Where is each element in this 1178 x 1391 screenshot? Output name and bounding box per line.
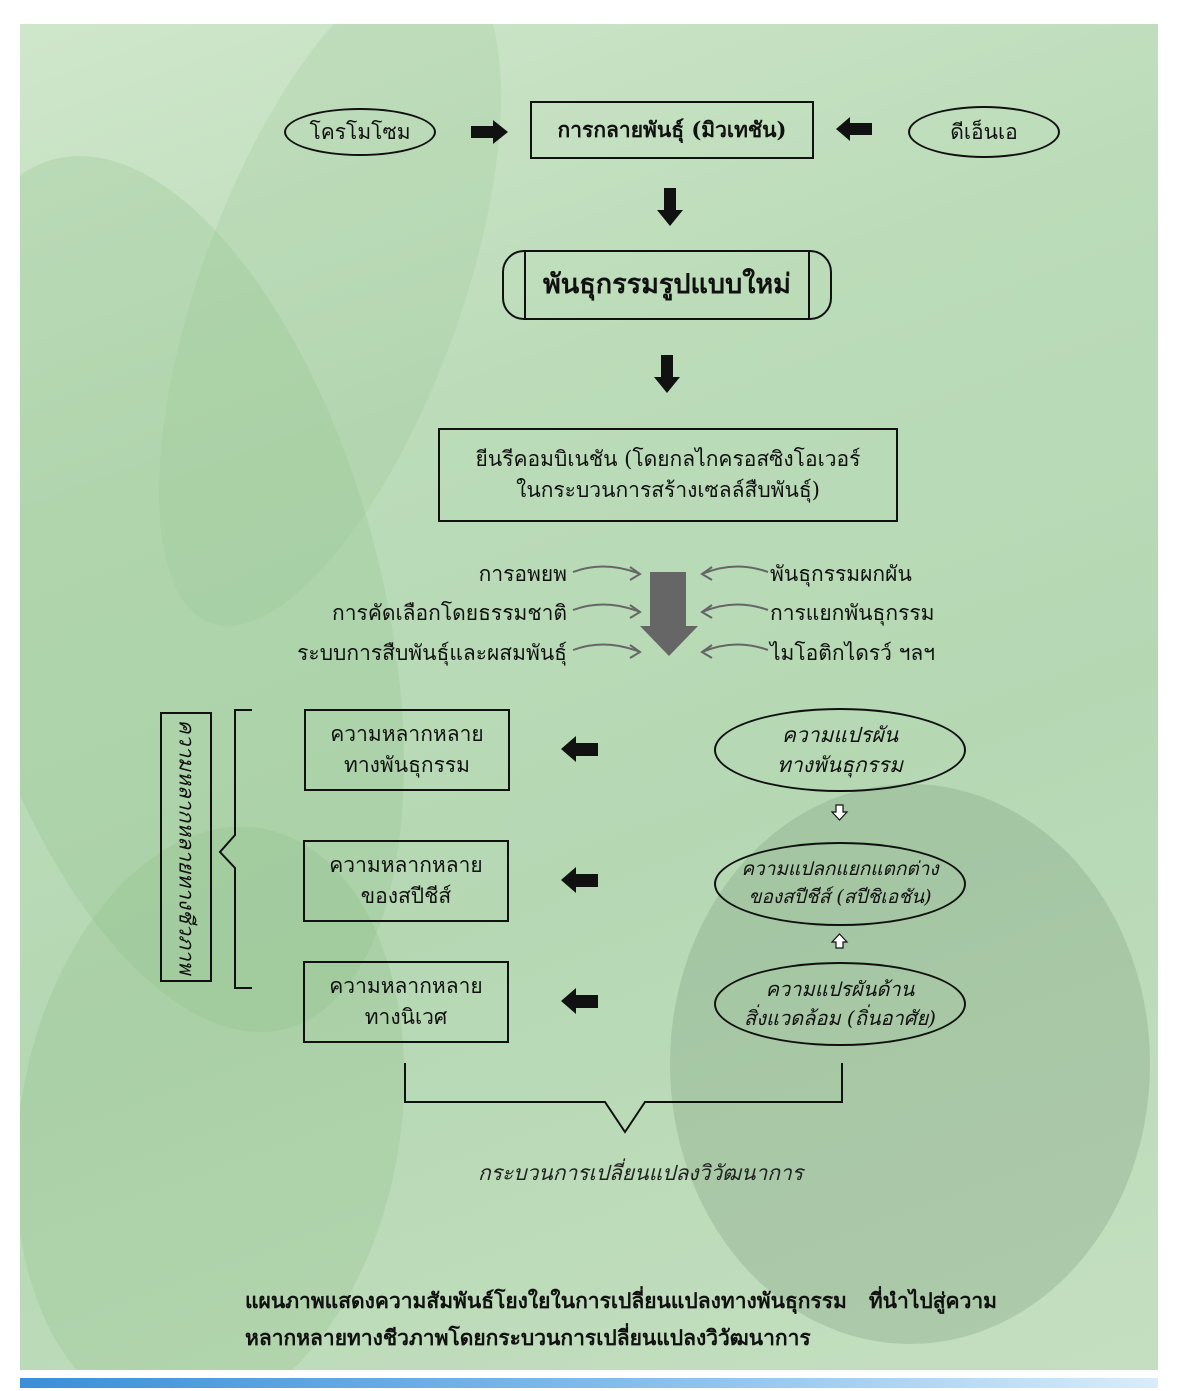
new-genotype-label: พันธุกรรมรูปแบบใหม่	[543, 268, 791, 300]
speciation-ellipse: ความแปลกแยกแตกต่าง ของสปีชีส์ (สปีชิเอชั…	[714, 842, 966, 926]
variation-line2: สิ่งแวดล้อม (ถิ่นอาศัย)	[744, 1006, 936, 1030]
variation-line1: ความแปรผัน	[781, 722, 899, 747]
hollow-arrow-up-icon	[830, 933, 849, 949]
chromosome-label: โครโมโซม	[309, 119, 411, 144]
curved-arrow-icon	[572, 565, 642, 659]
bracket-biodiversity	[218, 709, 252, 989]
variation-line2: ของสปีชีส์ (สปีชิเอชัน)	[748, 886, 932, 908]
diversity-line2: ของสปีชีส์	[360, 884, 452, 908]
bracket-evolution-process	[404, 1063, 843, 1134]
hollow-arrow-down-icon	[830, 804, 849, 821]
curved-arrow-icon	[700, 565, 769, 659]
arrow-left-icon	[561, 736, 598, 762]
big-down-arrow-icon	[640, 572, 698, 656]
mutation-box: การกลายพันธุ์ (มิวเทชัน)	[530, 101, 814, 159]
factor-genetic-segregation: การแยกพันธุกรรม	[770, 601, 935, 625]
recombination-line1: ยีนรีคอมบิเนชัน (โดยกลไกครอสซิงโอเวอร์	[475, 446, 861, 471]
factor-meiotic-drive: ไมโอติกไดรว์ ฯลฯ	[770, 641, 936, 665]
recombination-line2: ในกระบวนการสร้างเซลล์สืบพันธุ์)	[516, 478, 820, 502]
dna-ellipse: ดีเอ็นเอ	[908, 106, 1060, 158]
arrow-left-icon	[561, 867, 598, 893]
variation-line1: ความแปรผันด้าน	[765, 977, 915, 1001]
recombination-box: ยีนรีคอมบิเนชัน (โดยกลไกครอสซิงโอเวอร์ ใ…	[438, 428, 898, 522]
variation-line1: ความแปลกแยกแตกต่าง	[741, 858, 939, 881]
diversity-line1: ความหลากหลาย	[329, 852, 483, 877]
new-genotype-inner-frame	[524, 250, 810, 320]
arrow-down-icon	[657, 188, 683, 226]
caption-line1: แผนภาพแสดงความสัมพันธ์โยงใยในการเปลี่ยนแ…	[245, 1288, 998, 1313]
factor-genetic-drift: พันธุกรรมผกผัน	[770, 562, 912, 586]
evolution-process-label: กระบวนการเปลี่ยนแปลงวิวัฒนาการ	[478, 1161, 804, 1185]
caption-line2: หลากหลายทางชีวภาพโดยกระบวนการเปลี่ยนแปลง…	[245, 1324, 811, 1350]
arrow-right-icon	[471, 120, 508, 144]
factor-mating-system: ระบบการสืบพันธุ์และผสมพันธุ์	[297, 641, 567, 665]
figure-caption: แผนภาพแสดงความสัมพันธ์โยงใยในการเปลี่ยนแ…	[245, 1283, 1065, 1357]
new-genotype-box: พันธุกรรมรูปแบบใหม่	[502, 250, 832, 320]
dna-label: ดีเอ็นเอ	[950, 119, 1018, 144]
environmental-variation-ellipse: ความแปรผันด้าน สิ่งแวดล้อม (ถิ่นอาศัย)	[714, 962, 966, 1046]
arrow-down-icon	[654, 355, 680, 393]
diversity-line2: ทางนิเวศ	[364, 1005, 448, 1029]
mutation-label: การกลายพันธุ์ (มิวเทชัน)	[557, 117, 787, 143]
diversity-line1: ความหลากหลาย	[330, 721, 484, 746]
genetic-diversity-box: ความหลากหลาย ทางพันธุกรรม	[304, 709, 510, 791]
chromosome-ellipse: โครโมโซม	[284, 108, 436, 156]
genetic-variation-ellipse: ความแปรผัน ทางพันธุกรรม	[714, 708, 966, 792]
biodiversity-box: ความหลากหลายทางชีวภาพ	[160, 712, 212, 982]
species-diversity-box: ความหลากหลาย ของสปีชีส์	[303, 840, 509, 922]
diagram-background	[20, 24, 1158, 1370]
factor-migration: การอพยพ	[478, 562, 567, 586]
biodiversity-label: ความหลากหลายทางชีวภาพ	[174, 719, 199, 975]
factor-natural-selection: การคัดเลือกโดยธรรมชาติ	[332, 601, 567, 625]
arrow-left-icon	[561, 988, 598, 1014]
variation-line2: ทางพันธุกรรม	[776, 753, 904, 777]
bottom-accent-bar	[20, 1378, 1158, 1388]
diversity-line2: ทางพันธุกรรม	[343, 753, 471, 777]
arrow-left-icon	[836, 117, 872, 141]
ecosystem-diversity-box: ความหลากหลาย ทางนิเวศ	[303, 961, 509, 1043]
diversity-line1: ความหลากหลาย	[329, 973, 483, 998]
